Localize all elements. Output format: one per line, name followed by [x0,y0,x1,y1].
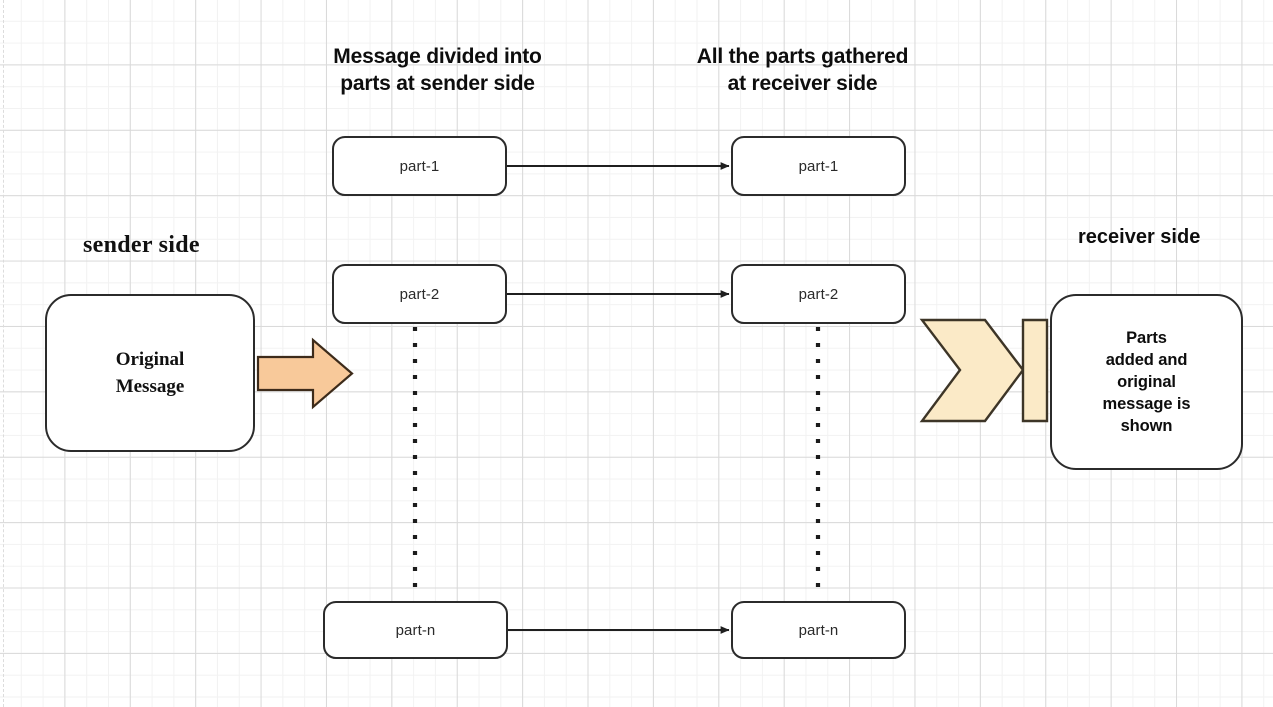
receiver-side-label: receiver side [1078,226,1201,248]
original-message-text: Original Message [115,349,185,397]
receiver-part-label-2: part-2 [798,285,839,303]
sender-part-box-1[interactable]: part-1 [332,136,507,196]
receiver-part-box-1[interactable]: part-1 [731,136,906,196]
receiver-result-text: Parts added and original message is show… [1102,329,1191,435]
merge-arrow [919,318,1049,423]
receiver-column-header: All the parts gathered at receiver side [696,45,909,95]
sender-part-label-n: part-n [395,621,436,639]
sender-column-header: Message divided into parts at sender sid… [333,45,542,95]
sender-side-label: sender side [83,232,200,258]
receiver-part-box-n[interactable]: part-n [731,601,906,659]
receiver-result-box[interactable]: Parts added and original message is show… [1050,294,1243,470]
receiver-part-label-1: part-1 [798,157,839,175]
sender-part-box-n[interactable]: part-n [323,601,508,659]
sender-part-box-2[interactable]: part-2 [332,264,507,324]
sender-part-label-2: part-2 [399,285,440,303]
page-margin-rule [3,0,4,707]
split-arrow [256,337,354,410]
sender-part-label-1: part-1 [399,157,440,175]
receiver-part-label-n: part-n [798,621,839,639]
original-message-box[interactable]: Original Message [45,294,255,452]
receiver-part-box-2[interactable]: part-2 [731,264,906,324]
